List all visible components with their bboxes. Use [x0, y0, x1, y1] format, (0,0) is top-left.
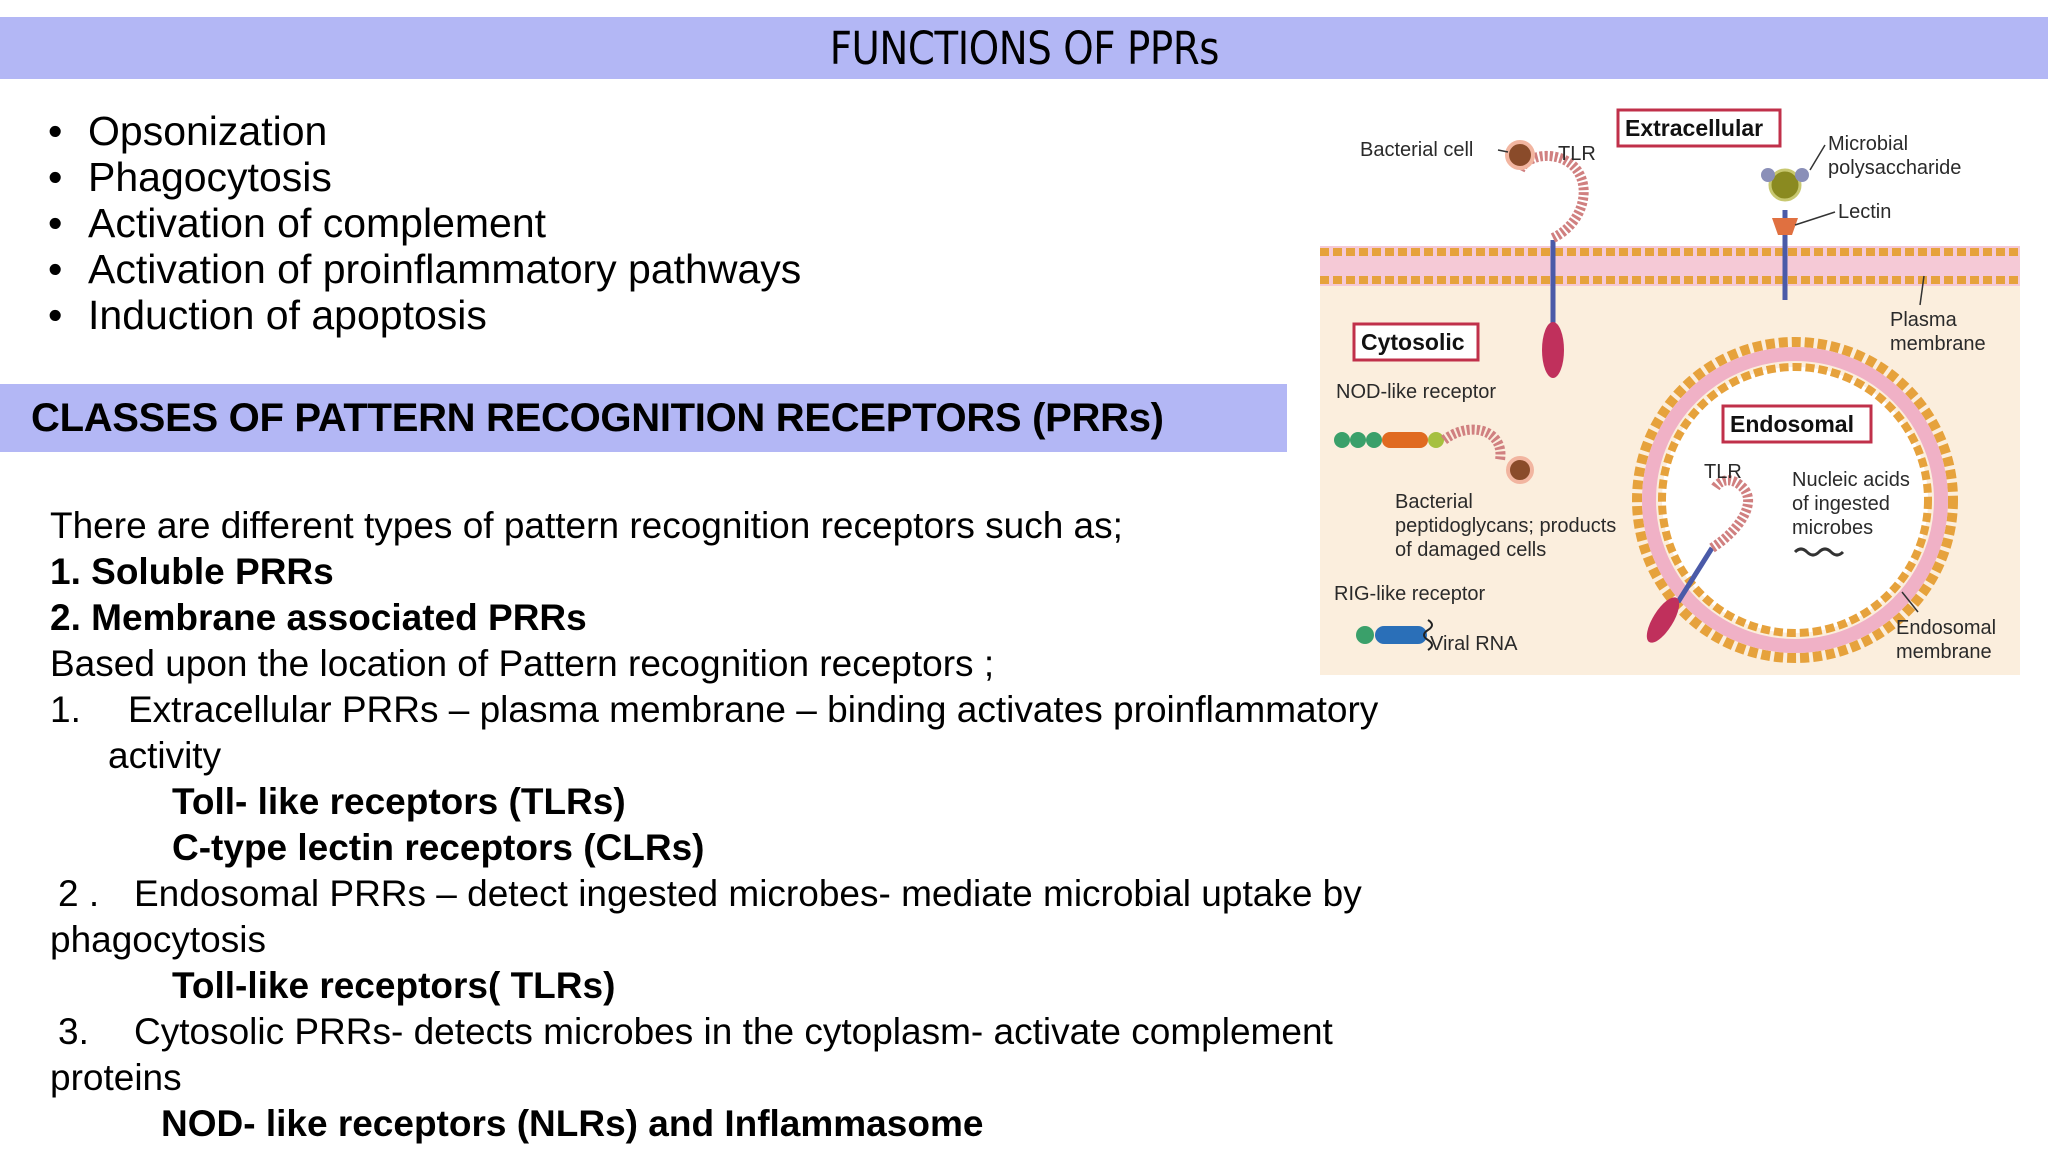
location-intro: Based upon the location of Pattern recog…	[50, 643, 995, 684]
endosomal-desc-cont: phagocytosis	[50, 919, 266, 960]
endosomal-tlr-label: TLR	[1704, 461, 1742, 483]
plasma-label: Plasma	[1890, 309, 1958, 331]
microbes-label: microbes	[1792, 517, 1873, 539]
list-item: • Induction of apoptosis	[48, 292, 801, 338]
body-text: There are different types of pattern rec…	[50, 503, 1410, 1147]
receptor-tlr-endosomal: Toll-like receptors( TLRs)	[172, 965, 616, 1006]
prr-type-soluble: 1. Soluble PRRs	[50, 551, 334, 592]
microbial-label: Microbial	[1828, 133, 1908, 155]
list-item: • Phagocytosis	[48, 154, 801, 200]
item-number: 2 .	[58, 873, 100, 914]
list-item: • Activation of proinflammatory pathways	[48, 246, 801, 292]
nod-domain-icon	[1366, 432, 1382, 448]
leader-line	[1901, 591, 1919, 613]
nucleic-acid-icon	[1793, 547, 1845, 557]
endosomal-box	[1721, 404, 1873, 444]
rig-label: RIG-like receptor	[1334, 583, 1485, 605]
bullet: •	[48, 246, 63, 292]
cytosolic-box	[1352, 322, 1480, 362]
receptor-clr: C-type lectin receptors (CLRs)	[172, 827, 705, 868]
bacterial-cell-icon	[1505, 140, 1535, 170]
list-item-text: Phagocytosis	[88, 154, 332, 200]
endosomal-tlr-horseshoe	[1709, 475, 1754, 553]
peptidoglycan-icon	[1506, 456, 1534, 484]
bullet: •	[48, 108, 63, 154]
receptor-tlr: Toll- like receptors (TLRs)	[172, 781, 626, 822]
endosomal-membrane-label-2: membrane	[1896, 641, 1992, 663]
nod-domain-icon	[1334, 432, 1350, 448]
endosomal-membrane-label: Endosomal	[1896, 617, 1996, 639]
leader-line	[1794, 211, 1836, 226]
list-item-text: Activation of complement	[88, 200, 547, 246]
section-heading: CLASSES OF PATTERN RECOGNITION RECEPTORS…	[31, 395, 1164, 440]
diagram-svg: Extracellular Cytosolic Endosomal Bacter…	[1320, 100, 2020, 675]
peptidoglycans-label: peptidoglycans; products	[1395, 515, 1616, 537]
list-item: • Opsonization	[48, 108, 801, 154]
extracellular-desc-cont: activity	[108, 735, 222, 776]
endosome-membrane	[1642, 347, 1948, 653]
viral-rna-icon	[1423, 619, 1433, 651]
prr-location-diagram: Extracellular Cytosolic Endosomal Bacter…	[1320, 100, 2020, 675]
extracellular-label: Extracellular	[1625, 115, 1763, 141]
receptor-nlr: NOD- like receptors (NLRs) and Inflammas…	[161, 1103, 984, 1144]
viral-rna-label: Viral RNA	[1430, 633, 1518, 655]
leader-line	[1809, 144, 1826, 171]
polysaccharide-unit	[1761, 168, 1775, 182]
nod-domain-icon	[1382, 432, 1428, 448]
list-item-text: Activation of proinflammatory pathways	[88, 246, 802, 292]
tlr-label: TLR	[1558, 143, 1596, 165]
plasma-membrane	[1320, 246, 2020, 286]
leader-line	[1919, 275, 1925, 306]
cytosolic-desc-cont: proteins	[50, 1057, 182, 1098]
item-number: 1.	[50, 689, 81, 730]
polysaccharide-icon	[1768, 168, 1802, 202]
endosomal-line: 2 . Endosomal PRRs – detect ingested micr…	[50, 871, 1410, 917]
bullet: •	[48, 292, 63, 338]
endosomal-desc: Endosomal PRRs – detect ingested microbe…	[134, 873, 1362, 914]
bacterial-label: Bacterial	[1395, 491, 1473, 513]
item-number: 3.	[58, 1011, 89, 1052]
page-title: FUNCTIONS OF PPRs	[829, 21, 1219, 75]
nod-label: NOD-like receptor	[1336, 381, 1496, 403]
lectin-label: Lectin	[1838, 201, 1891, 223]
cytosolic-label: Cytosolic	[1361, 329, 1465, 355]
nod-domain-icon	[1428, 432, 1444, 448]
list-item-text: Induction of apoptosis	[88, 292, 487, 338]
list-item: • Activation of complement	[48, 200, 801, 246]
rig-domain-icon	[1375, 626, 1427, 644]
bacterial-cell-label: Bacterial cell	[1360, 139, 1473, 161]
nod-domain-icon	[1350, 432, 1366, 448]
lectin-icon	[1772, 218, 1798, 235]
polysaccharide-label: polysaccharide	[1828, 157, 1961, 179]
bullet: •	[48, 200, 63, 246]
tlr-tir-domain	[1542, 322, 1564, 378]
ingested-label: of ingested	[1792, 493, 1890, 515]
extracellular-line: 1. Extracellular PRRs – plasma membrane –…	[50, 687, 1410, 733]
cytosolic-desc: Cytosolic PRRs- detects microbes in the …	[134, 1011, 1333, 1052]
section-banner: CLASSES OF PATTERN RECOGNITION RECEPTORS…	[0, 384, 1287, 452]
prr-type-membrane: 2. Membrane associated PRRs	[50, 597, 587, 638]
rig-domain-icon	[1356, 626, 1374, 644]
endosomal-tlr-stalk	[1675, 546, 1715, 604]
list-item-text: Opsonization	[88, 108, 328, 154]
membrane-label: membrane	[1890, 333, 1986, 355]
title-banner: FUNCTIONS OF PPRs	[0, 17, 2048, 79]
extracellular-box	[1616, 108, 1782, 148]
damaged-cells-label: of damaged cells	[1395, 539, 1546, 561]
extracellular-desc: Extracellular PRRs – plasma membrane – b…	[128, 689, 1379, 730]
endosomal-label: Endosomal	[1730, 411, 1854, 437]
endosomal-tlr-tir	[1646, 597, 1680, 643]
nucleic-acids-label: Nucleic acids	[1792, 469, 1910, 491]
cytosolic-line: 3. Cytosolic PRRs- detects microbes in th…	[50, 1009, 1410, 1055]
functions-list: • Opsonization • Phagocytosis • Activation …	[48, 108, 801, 338]
bullet: •	[48, 154, 63, 200]
polysaccharide-unit	[1795, 168, 1809, 182]
nod-lrr-icon	[1440, 424, 1506, 461]
leader-line	[1497, 149, 1509, 153]
intro-line: There are different types of pattern rec…	[50, 505, 1123, 546]
